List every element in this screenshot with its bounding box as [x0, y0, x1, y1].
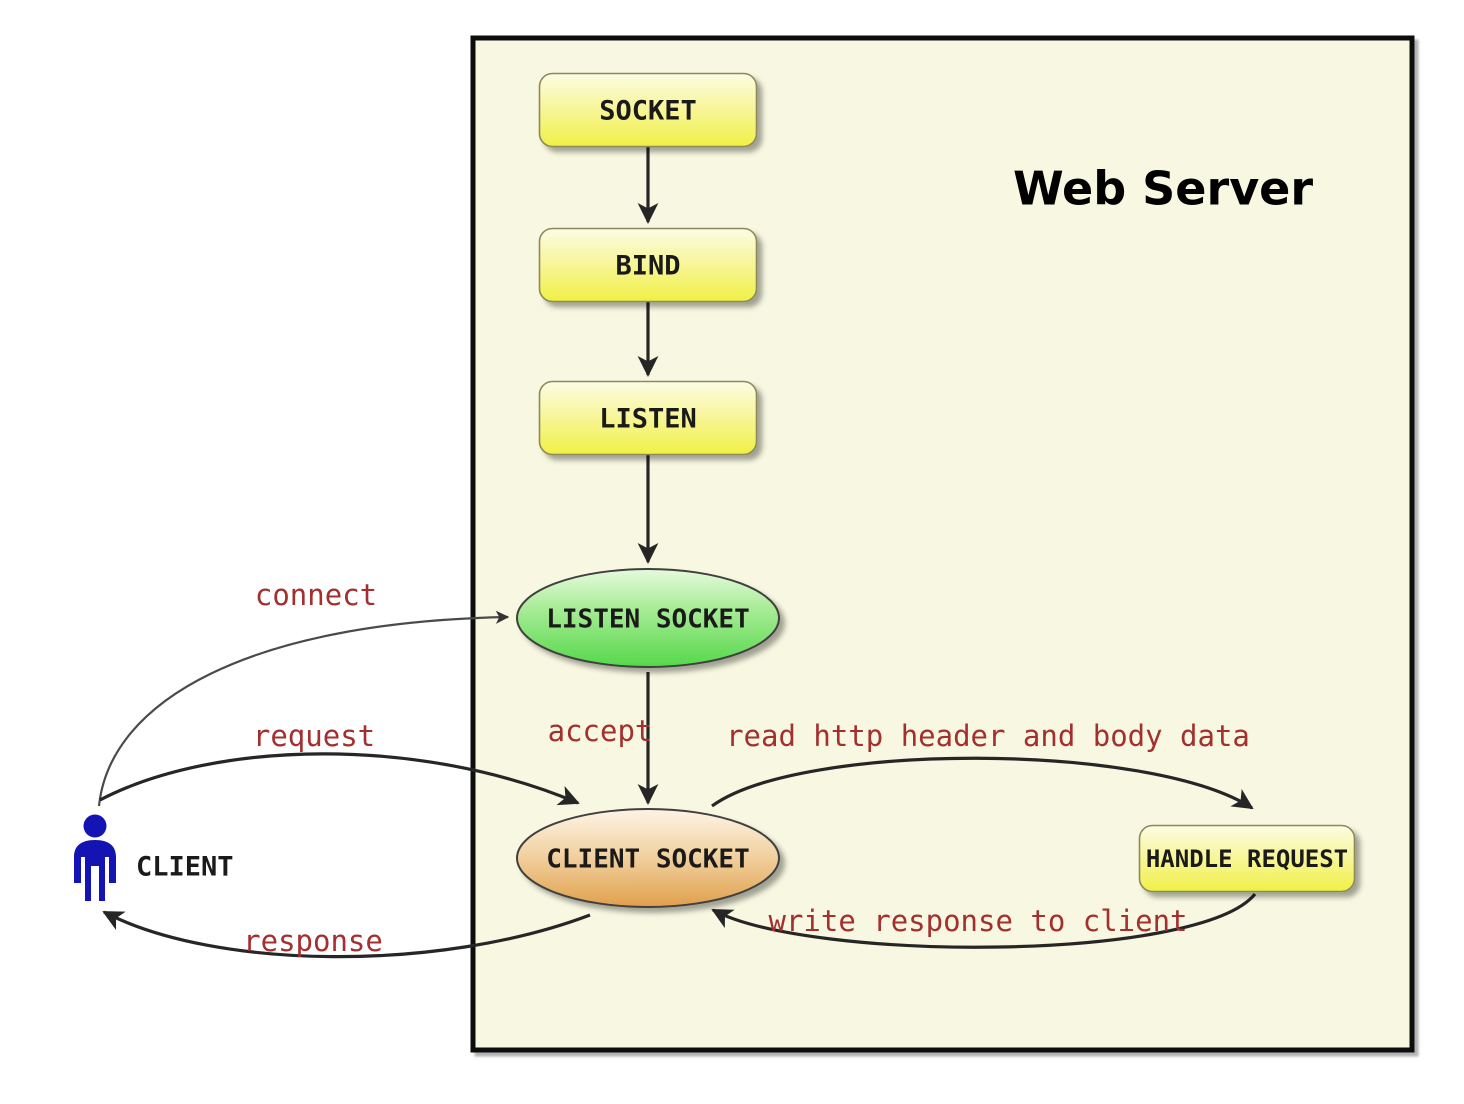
edge-connect-path: [97, 610, 510, 807]
edge-response-label: response: [243, 924, 383, 958]
node-listen-label: LISTEN: [599, 404, 697, 435]
node-handle-request-shape[interactable]: [1138, 824, 1356, 893]
node-bind[interactable]: BIND: [538, 227, 758, 303]
edge-request-label: request: [253, 719, 375, 753]
client-actor[interactable]: CLIENT: [74, 814, 234, 902]
node-bind-label: BIND: [615, 251, 680, 282]
edge-accept: accept: [548, 672, 659, 805]
client-actor-label: CLIENT: [136, 852, 234, 883]
edge-write-response-path: [711, 892, 1257, 949]
edge-write-response-label: write response to client: [768, 904, 1187, 938]
node-client-socket-shape[interactable]: [516, 808, 780, 908]
edge-request-path: [99, 752, 580, 806]
edge-read-http-path: [711, 756, 1254, 810]
node-listen-socket[interactable]: LISTEN SOCKET: [516, 568, 780, 668]
node-socket[interactable]: SOCKET: [538, 72, 758, 148]
person-icon-head: [83, 814, 107, 838]
web-server-title: Web Server: [1013, 162, 1313, 216]
edge-connect: connect: [97, 578, 510, 807]
node-listen-socket-shape[interactable]: [516, 568, 780, 668]
node-handle-request[interactable]: HANDLE REQUEST: [1138, 824, 1356, 893]
node-listen[interactable]: LISTEN: [538, 380, 758, 456]
node-socket-label: SOCKET: [599, 96, 697, 127]
person-icon: [74, 814, 116, 901]
node-client-socket-label: CLIENT SOCKET: [546, 845, 750, 875]
edge-write-response: write response to client: [711, 892, 1257, 949]
node-listen-socket-label: LISTEN SOCKET: [546, 605, 750, 635]
node-listen-shape[interactable]: [538, 380, 758, 456]
node-socket-shape[interactable]: [538, 72, 758, 148]
node-client-socket[interactable]: CLIENT SOCKET: [516, 808, 780, 908]
person-icon-body: [74, 840, 116, 901]
edge-accept-label: accept: [548, 714, 653, 748]
node-bind-shape[interactable]: [538, 227, 758, 303]
node-handle-request-label: HANDLE REQUEST: [1146, 845, 1348, 873]
edge-request: request: [99, 719, 580, 806]
edge-read-http: read http header and body data: [711, 719, 1254, 810]
edge-read-http-label: read http header and body data: [726, 719, 1250, 753]
edge-connect-label: connect: [255, 578, 377, 612]
edge-response: response: [102, 910, 591, 959]
edge-response-path: [102, 910, 591, 959]
